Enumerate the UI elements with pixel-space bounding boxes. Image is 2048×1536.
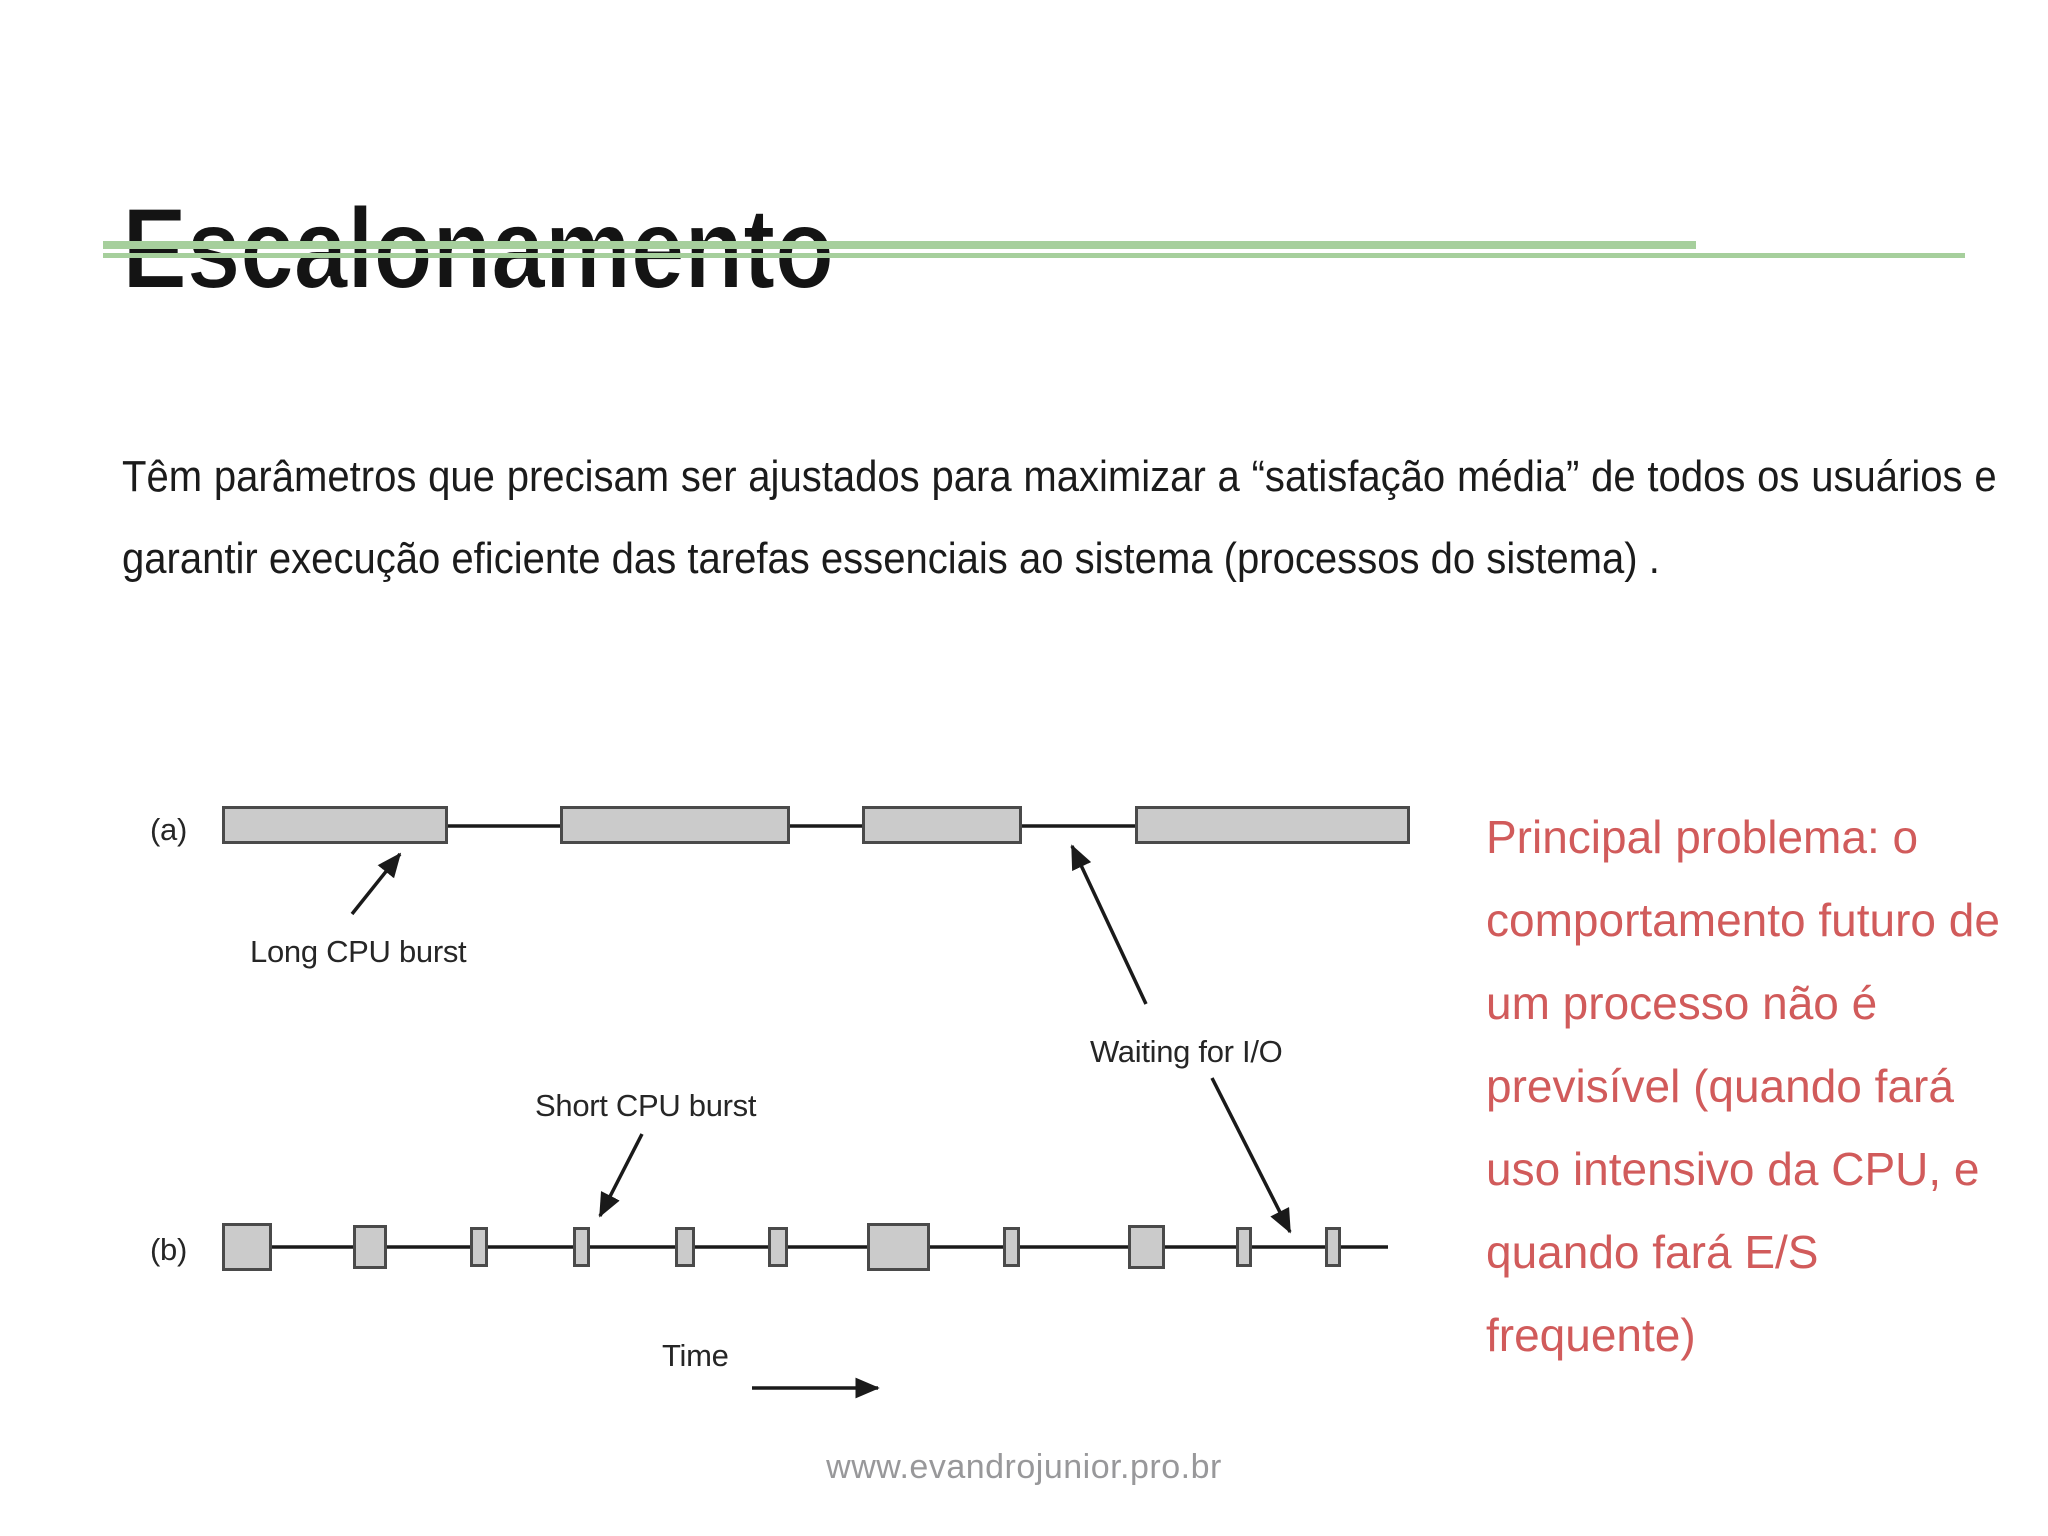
short-cpu-burst-box xyxy=(1236,1227,1252,1267)
waiting-io-arrow-down xyxy=(1210,1077,1292,1234)
time-label: Time xyxy=(662,1338,729,1373)
footer-url: www.evandrojunior.pro.br xyxy=(826,1448,1222,1486)
page-title: Escalonamento xyxy=(121,185,835,314)
short-cpu-burst-box xyxy=(768,1227,788,1267)
long-cpu-burst-bar xyxy=(1135,806,1410,844)
note-line: comportamento futuro de xyxy=(1486,894,2000,946)
short-cpu-burst-box xyxy=(675,1227,695,1267)
long-cpu-burst-arrow xyxy=(350,852,402,916)
waiting-io-arrow-up xyxy=(1070,844,1148,1005)
accent-rule-bottom xyxy=(103,253,1965,258)
long-cpu-burst-bar xyxy=(560,806,790,844)
short-cpu-burst-box xyxy=(1128,1225,1165,1269)
note-line: previsível (quando fará xyxy=(1486,1060,1954,1112)
waiting-for-io-label: Waiting for I/O xyxy=(1090,1034,1283,1069)
accent-rule-top xyxy=(103,241,1696,249)
short-cpu-burst-box xyxy=(353,1225,387,1269)
note-line: um processo não é xyxy=(1486,977,1878,1029)
short-cpu-burst-box xyxy=(1325,1227,1341,1267)
note-line: frequente) xyxy=(1486,1309,1696,1361)
long-cpu-burst-bar xyxy=(862,806,1022,844)
note-line: uso intensivo da CPU, e xyxy=(1486,1143,1980,1195)
short-cpu-burst-arrow xyxy=(598,1133,644,1218)
long-cpu-burst-label: Long CPU burst xyxy=(250,934,467,969)
long-cpu-burst-bar xyxy=(222,806,448,844)
short-cpu-burst-box xyxy=(470,1227,488,1267)
body-paragraph: Têm parâmetros que precisam ser ajustado… xyxy=(122,452,1997,583)
short-cpu-burst-box xyxy=(1003,1227,1020,1267)
row-a-label: (a) xyxy=(150,812,187,847)
note-line: Principal problema: o xyxy=(1486,811,1919,863)
row-b-label: (b) xyxy=(150,1232,187,1267)
short-cpu-burst-box xyxy=(573,1227,590,1267)
short-cpu-burst-label: Short CPU burst xyxy=(535,1088,757,1123)
short-cpu-burst-box xyxy=(867,1223,930,1271)
note-text-block: Principal problema: o comportamento futur… xyxy=(1486,796,2046,1377)
note-line: quando fará E/S xyxy=(1486,1226,1819,1278)
short-cpu-burst-box xyxy=(222,1223,272,1271)
